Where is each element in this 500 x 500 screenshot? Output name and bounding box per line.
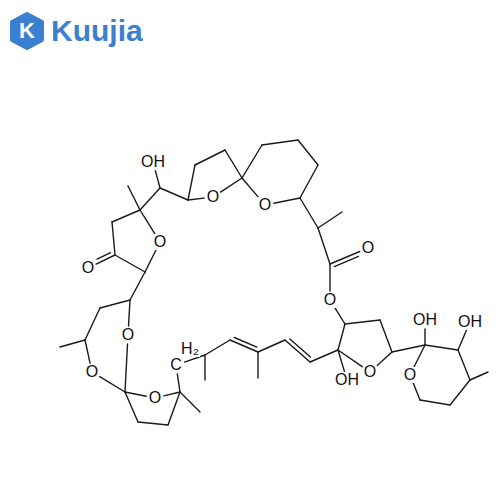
bond-line xyxy=(112,210,140,222)
bond-line xyxy=(204,355,205,380)
bond-line xyxy=(310,350,338,362)
bond-line xyxy=(300,198,318,228)
bond-line xyxy=(125,344,128,392)
bond-line xyxy=(60,340,85,347)
bond-line xyxy=(338,350,344,371)
bond-line xyxy=(290,339,310,357)
bond-line xyxy=(155,171,160,188)
bond-line xyxy=(125,392,146,396)
atom-label: O xyxy=(403,367,417,383)
bond-line xyxy=(140,188,160,210)
bond-line xyxy=(168,392,180,425)
atom-label: OH xyxy=(412,312,438,328)
bond-line xyxy=(115,255,145,272)
bond-line xyxy=(300,165,318,198)
bond-line xyxy=(242,145,262,178)
bond-line xyxy=(257,352,258,378)
atom-label: C xyxy=(169,357,183,373)
bond-line xyxy=(298,140,318,165)
bond-line xyxy=(420,400,450,405)
bond-line xyxy=(100,377,125,392)
bond-line xyxy=(85,308,100,340)
bond-line xyxy=(160,188,188,200)
bond-line xyxy=(85,340,90,363)
atom-label: O xyxy=(206,189,220,205)
atom-label: O xyxy=(258,197,272,213)
atom-label: O xyxy=(85,364,99,380)
logo-letter: K xyxy=(18,20,36,42)
bond-line xyxy=(100,300,130,308)
bond-line xyxy=(234,338,256,348)
bond-line xyxy=(377,352,392,366)
bond-line xyxy=(177,374,180,392)
bond-line xyxy=(164,392,180,396)
bond-line xyxy=(97,253,110,259)
bond-line xyxy=(140,210,155,234)
bond-line xyxy=(414,345,425,367)
bond-line xyxy=(180,392,200,412)
atom-label: O xyxy=(153,234,167,250)
atom-label: H₂ xyxy=(180,341,200,357)
atom-label: O xyxy=(148,390,162,406)
atom-label: OH xyxy=(140,154,166,170)
bond-line xyxy=(262,140,298,145)
bond-line xyxy=(450,380,470,405)
bond-line xyxy=(413,383,420,400)
bond-line xyxy=(188,198,204,200)
bond-line xyxy=(329,264,330,291)
bond-line xyxy=(334,256,358,266)
bond-line xyxy=(129,300,130,326)
bond-line xyxy=(285,340,310,362)
bond-line xyxy=(335,308,345,324)
bond-line xyxy=(195,150,225,165)
bond-line xyxy=(125,392,138,422)
bond-line xyxy=(318,212,342,228)
atom-label: O xyxy=(81,260,95,276)
bond-line xyxy=(392,345,425,352)
bond-line xyxy=(242,178,259,198)
bond-line xyxy=(458,350,470,380)
bond-line xyxy=(258,340,285,352)
atom-label: O xyxy=(323,292,337,308)
bond-line xyxy=(424,329,425,345)
bond-line xyxy=(188,165,195,200)
atom-label: OH xyxy=(457,314,483,330)
bond-line xyxy=(112,222,115,255)
bond-line xyxy=(128,186,140,210)
bond-line xyxy=(130,272,145,300)
bond-line xyxy=(470,372,488,380)
atom-label: O xyxy=(363,364,377,380)
bond-line xyxy=(338,324,345,350)
bond-line xyxy=(138,422,168,425)
bond-line xyxy=(145,250,156,272)
bond-line xyxy=(425,345,458,350)
logo-icon xyxy=(12,14,42,48)
bond-line xyxy=(318,228,330,264)
watermark-text: Kuujia xyxy=(50,16,144,46)
atom-label: OH xyxy=(334,372,360,388)
bond-line xyxy=(225,150,242,178)
bond-line xyxy=(274,198,300,203)
bond-line xyxy=(96,255,115,264)
bond-line xyxy=(458,330,466,350)
bond-line xyxy=(345,320,380,324)
atom-label: O xyxy=(361,240,375,256)
bond-line xyxy=(380,320,392,352)
bond-line xyxy=(205,340,230,355)
atom-label: O xyxy=(121,327,135,343)
bond-line xyxy=(221,178,242,192)
